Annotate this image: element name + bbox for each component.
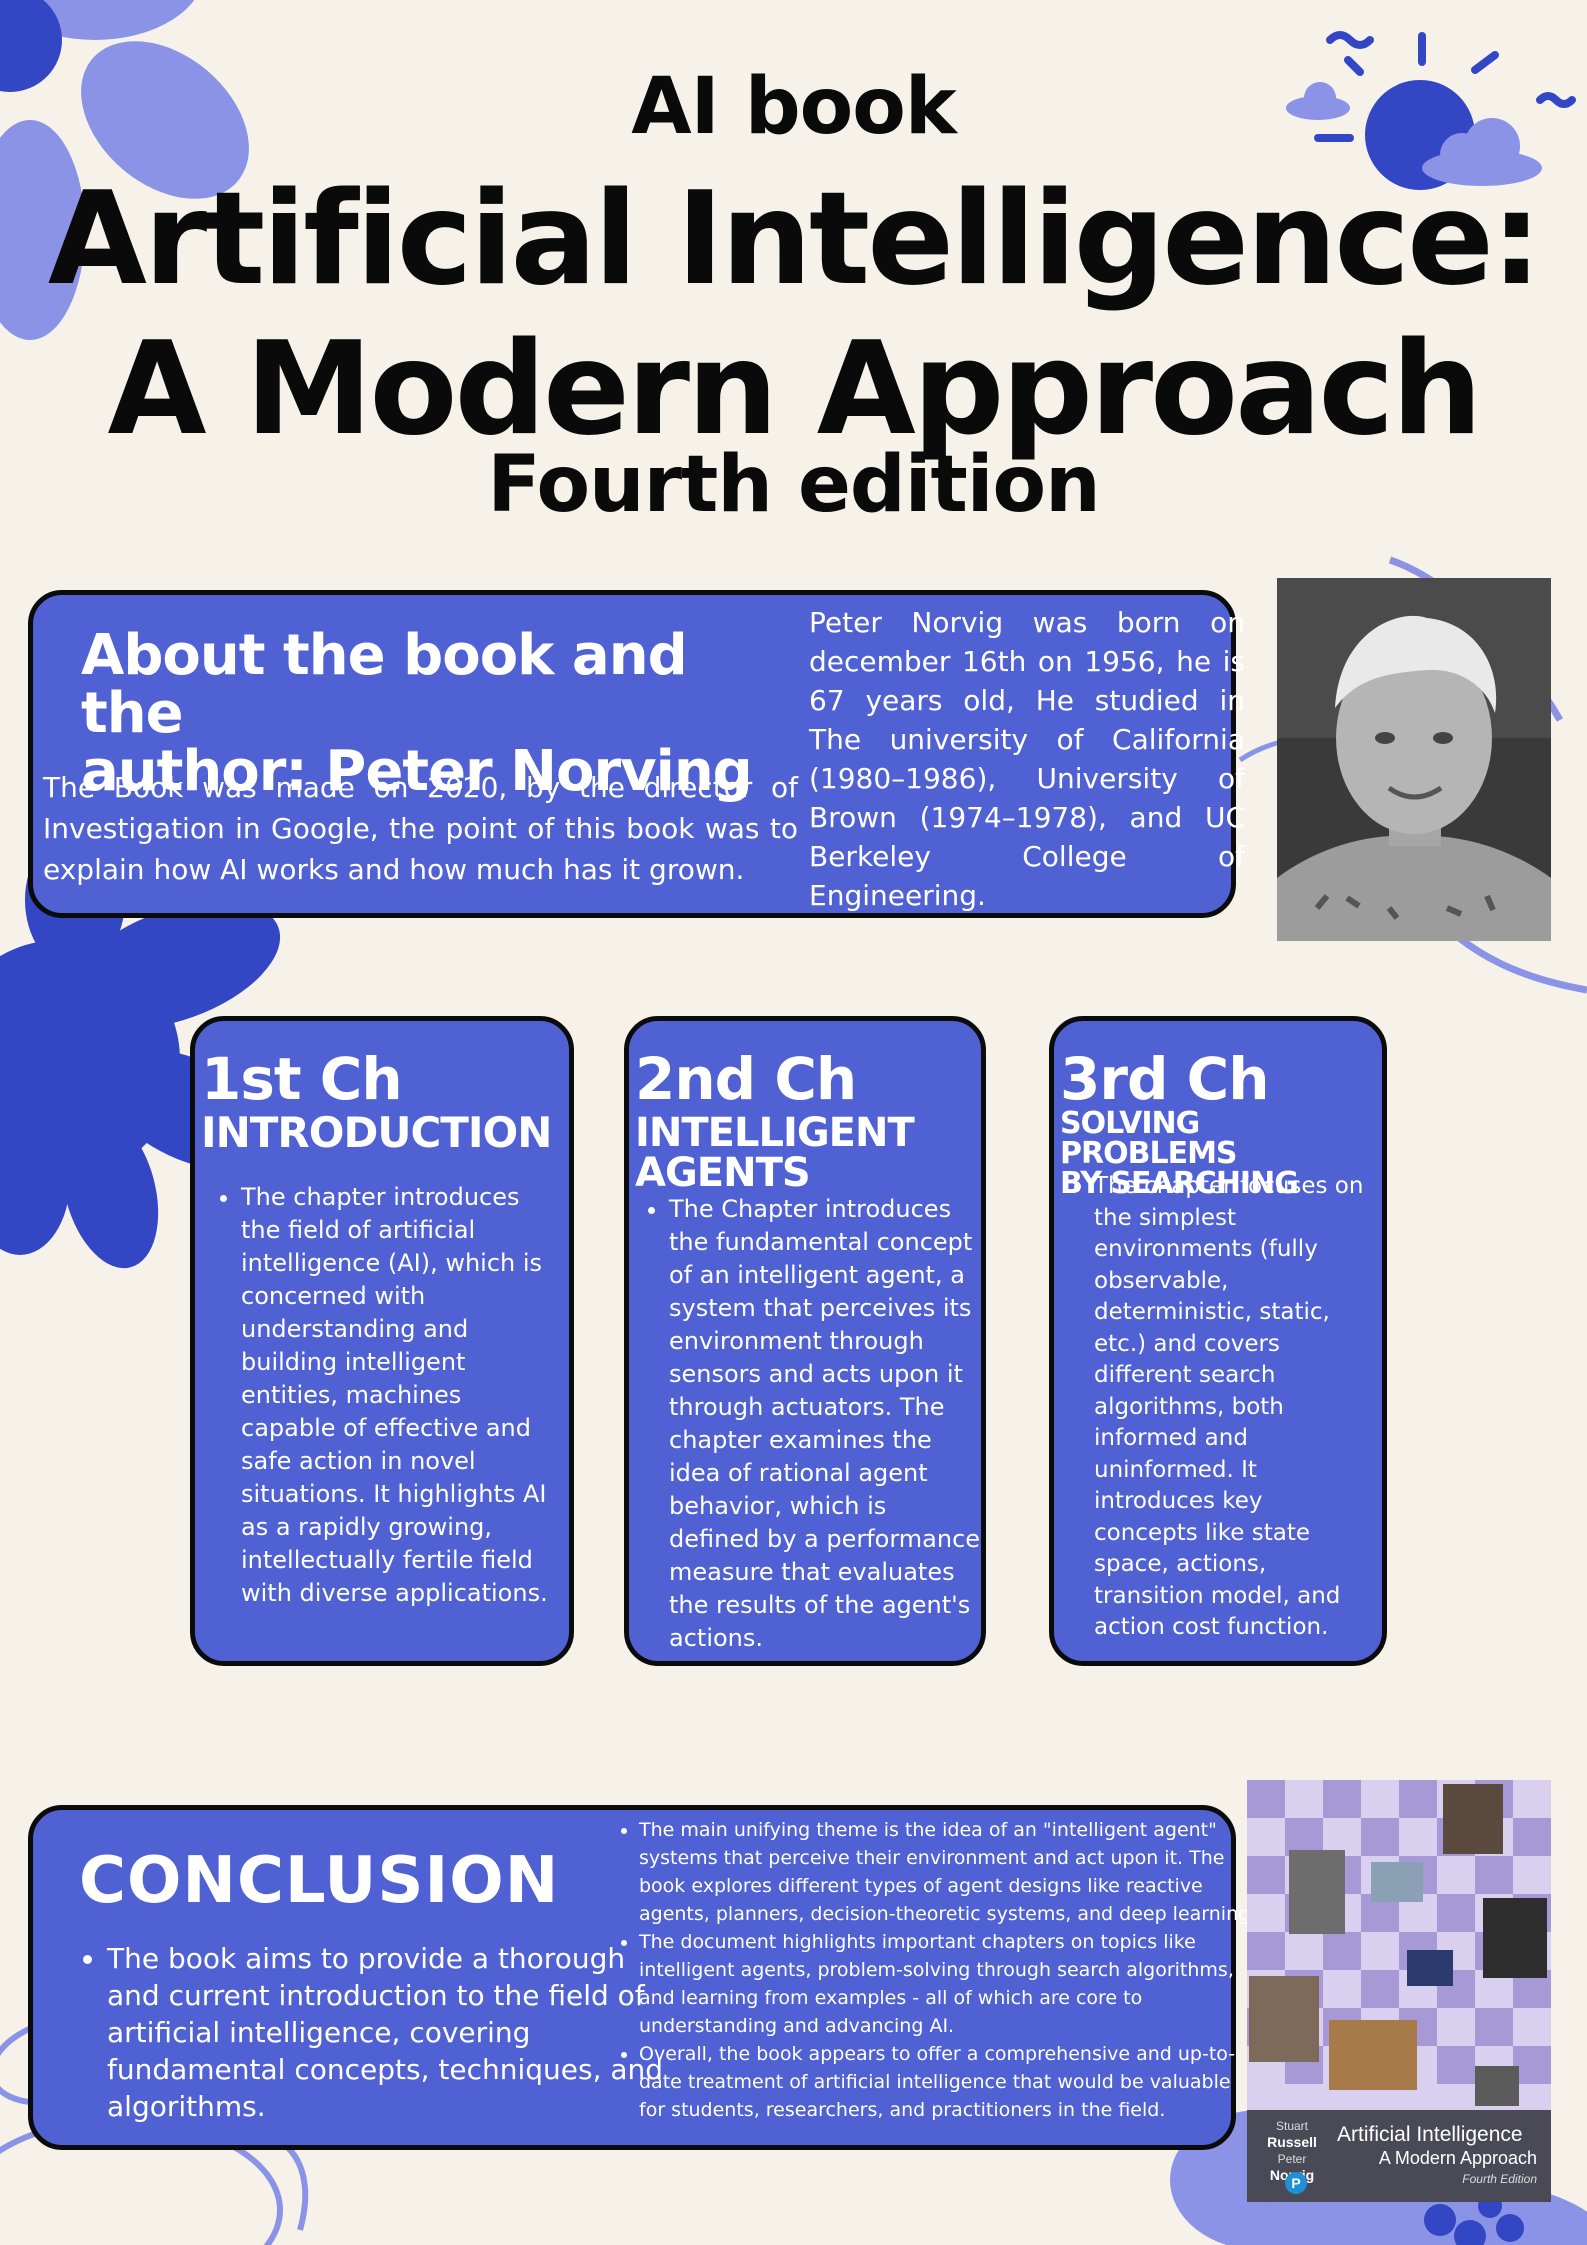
chapter-1-number: 1st Ch: [201, 1045, 403, 1113]
chapter-2-title-line2: AGENTS: [635, 1150, 811, 1196]
author-photo: [1277, 578, 1551, 941]
conclusion-point-2: The document highlights important chapte…: [639, 1928, 1259, 2040]
conclusion-point-1: The main unifying theme is the idea of a…: [639, 1816, 1259, 1928]
author-bio: Peter Norvig was born on december 16th o…: [809, 606, 1245, 912]
chapter-card-1: 1st Ch INTRODUCTION The chapter introduc…: [190, 1016, 574, 1666]
about-description: The Book was made on 2020, by the direct…: [43, 771, 798, 886]
conclusion-main-list: The book aims to provide a thorough and …: [63, 1940, 667, 2125]
about-heading-line2: author: Peter Norving: [81, 739, 753, 804]
chapter-1-title: INTRODUCTION: [201, 1108, 552, 1157]
book-cover-title-bar: Stuart Russell Peter Norvig P Artificial…: [1247, 2110, 1551, 2202]
chapter-card-3: 3rd Ch SOLVING PROBLEMS BY SEARCHING The…: [1049, 1016, 1387, 1666]
book-cover-author2-first: Peter: [1277, 2152, 1307, 2166]
chapter-1-body: The chapter introduces the field of arti…: [241, 1181, 561, 1610]
chapter-2-body: The Chapter introduces the fundamental c…: [669, 1193, 981, 1655]
chapter-2-title: INTELLIGENT AGENTS: [635, 1110, 915, 1196]
chapter-3-body: The chapter focuses on the simplest envi…: [1094, 1171, 1366, 1644]
header-small-title: AI book: [631, 62, 956, 152]
chapter-2-body-list: The Chapter introduces the fundamental c…: [629, 1193, 981, 1655]
conclusion-points-list: The main unifying theme is the idea of a…: [613, 1816, 1259, 2124]
conclusion-point-3: Overall, the book appears to offer a com…: [639, 2040, 1259, 2124]
about-heading: About the book and the author: Peter Nor…: [81, 627, 801, 801]
conclusion-heading: CONCLUSION: [79, 1844, 560, 1918]
chapter-3-title-line1: SOLVING PROBLEMS: [1060, 1106, 1238, 1171]
book-cover: Stuart Russell Peter Norvig P Artificial…: [1247, 1780, 1551, 2202]
chapter-3-title-line2: BY SEARCHING: [1060, 1166, 1299, 1201]
edition-label: Fourth edition: [487, 440, 1100, 530]
chapter-3-number: 3rd Ch: [1060, 1045, 1270, 1113]
conclusion-panel: CONCLUSION The book aims to provide a th…: [28, 1805, 1256, 2150]
book-cover-collage: [1247, 1780, 1551, 2110]
book-cover-edition: Fourth Edition: [1462, 2172, 1537, 2186]
book-cover-author1-first: Stuart: [1275, 2119, 1308, 2133]
about-panel: About the book and the author: Peter Nor…: [28, 590, 1245, 918]
page-title: Artificial Intelligence: A Modern Approa…: [0, 165, 1587, 465]
chapter-3-body-list: The chapter focuses on the simplest envi…: [1054, 1171, 1366, 1644]
page-title-line2: A Modern Approach: [107, 315, 1483, 464]
book-cover-title: Artificial Intelligence: [1337, 2123, 1523, 2146]
chapter-1-body-list: The chapter introduces the field of arti…: [201, 1181, 561, 1610]
chapter-3-title: SOLVING PROBLEMS BY SEARCHING: [1060, 1109, 1382, 1199]
conclusion-main-point: The book aims to provide a thorough and …: [107, 1940, 667, 2125]
book-cover-author1-last: Russell: [1267, 2134, 1317, 2150]
page-title-line1: Artificial Intelligence:: [47, 165, 1542, 314]
chapter-card-2: 2nd Ch INTELLIGENT AGENTS The Chapter in…: [624, 1016, 986, 1666]
chapter-2-number: 2nd Ch: [635, 1045, 857, 1113]
chapter-2-title-line1: INTELLIGENT: [635, 1110, 915, 1156]
book-cover-subtitle: A Modern Approach: [1378, 2148, 1537, 2168]
about-heading-line1: About the book and the: [81, 623, 688, 746]
chapter-1-title-line1: INTRODUCTION: [201, 1108, 552, 1157]
publisher-logo-icon: P: [1285, 2172, 1307, 2194]
